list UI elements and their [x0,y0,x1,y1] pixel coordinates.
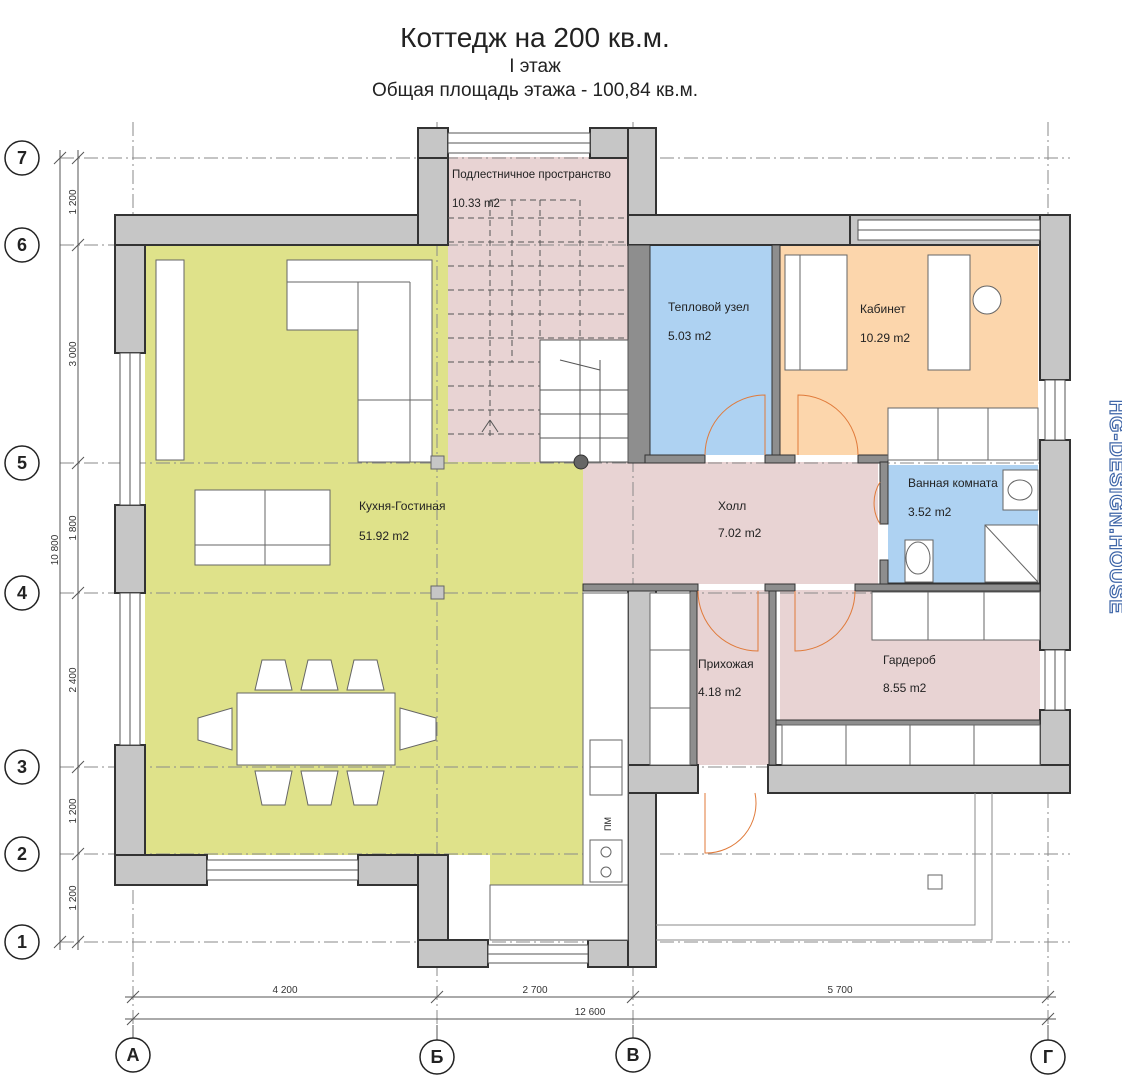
dim-v-3: 1 800 [68,515,79,540]
office-name: Кабинет [860,302,906,316]
wardrobe-area: 8.55 m2 [883,681,927,695]
office-area: 10.29 m2 [860,331,910,345]
terrace [656,793,993,941]
svg-text:4: 4 [17,583,27,603]
fridge-label: ПМ [603,817,613,831]
svg-text:Б: Б [431,1047,444,1067]
axis-marker-a: А [115,1037,151,1073]
axis-marker-b: Б [419,1039,455,1075]
svg-text:3: 3 [17,757,27,777]
dim-v-4: 2 400 [68,667,79,692]
svg-text:В: В [627,1045,640,1065]
axis-marker-g: Г [1030,1039,1066,1075]
svg-text:6: 6 [17,235,27,255]
doors [697,394,881,854]
dim-v-2: 3 000 [68,341,79,366]
dim-v-1: 1 200 [68,189,79,214]
kitchen-living-name: Кухня-Гостиная [359,499,445,513]
column-axis-markers: А Б В Г [115,1025,1066,1075]
floor-area-note: Общая площадь этажа - 100,84 кв.м. [372,80,698,101]
under-stairs-area: 10.33 m2 [452,198,500,210]
dim-h-total: 12 600 [575,1007,606,1018]
svg-text:1: 1 [17,932,27,952]
kitchen-living-area: 51.92 m2 [359,529,409,543]
dim-v-5: 1 200 [68,798,79,823]
dim-v-total: 10 800 [50,534,61,565]
vertical-dimensions [53,150,85,950]
dim-h-2: 2 700 [522,985,547,996]
svg-text:7: 7 [17,148,27,168]
svg-text:А: А [127,1045,140,1065]
svg-text:Г: Г [1043,1047,1053,1067]
heating-area: 5.03 m2 [668,329,712,343]
furniture [155,259,943,941]
svg-text:5: 5 [17,453,27,473]
entry-fill [695,590,769,765]
row-axis-markers: 7 6 5 4 3 2 1 [4,140,40,960]
watermark-text: HG-DESIGN.HOUSE [1105,400,1122,615]
entry-name: Прихожая [698,657,754,671]
horizontal-dimensions [125,990,1056,1026]
heating-fill [650,245,772,455]
vertical-dimension-labels: 1 200 3 000 1 800 2 400 1 200 1 200 10 8… [50,189,79,910]
bathroom-area: 3.52 m2 [908,505,952,519]
bathroom-name: Ванная комната [908,476,998,490]
partitions [582,244,1041,766]
horizontal-dimension-labels: 4 200 2 700 5 700 12 600 [272,985,852,1018]
plan-title: Коттедж на 200 кв.м. [400,22,670,53]
axis-marker-2: 2 [4,836,40,872]
axis-marker-7: 7 [4,140,40,176]
axis-marker-v: В [615,1037,651,1073]
axis-marker-6: 6 [4,227,40,263]
hall-name: Холл [718,499,746,513]
windows [119,132,1066,964]
staircase [448,199,629,470]
room-furniture [649,254,1041,766]
axis-marker-5: 5 [4,445,40,481]
axis-marker-1: 1 [4,924,40,960]
under-stairs-name: Подлестничное пространство [452,169,611,181]
heating-name: Тепловой узел [668,300,749,314]
hall-fill [583,462,878,584]
dim-v-6: 1 200 [68,885,79,910]
axis-marker-3: 3 [4,749,40,785]
entry-area: 4.18 m2 [698,685,742,699]
wardrobe-name: Гардероб [883,653,936,667]
axis-marker-4: 4 [4,575,40,611]
floor-label: I этаж [509,56,561,77]
dim-h-1: 4 200 [272,985,297,996]
room-labels: Подлестничное пространство 10.33 m2 Тепл… [359,169,998,831]
svg-text:2: 2 [17,844,27,864]
hall-area: 7.02 m2 [718,526,762,540]
dim-h-3: 5 700 [827,985,852,996]
kitchen-living-fill [145,245,583,940]
